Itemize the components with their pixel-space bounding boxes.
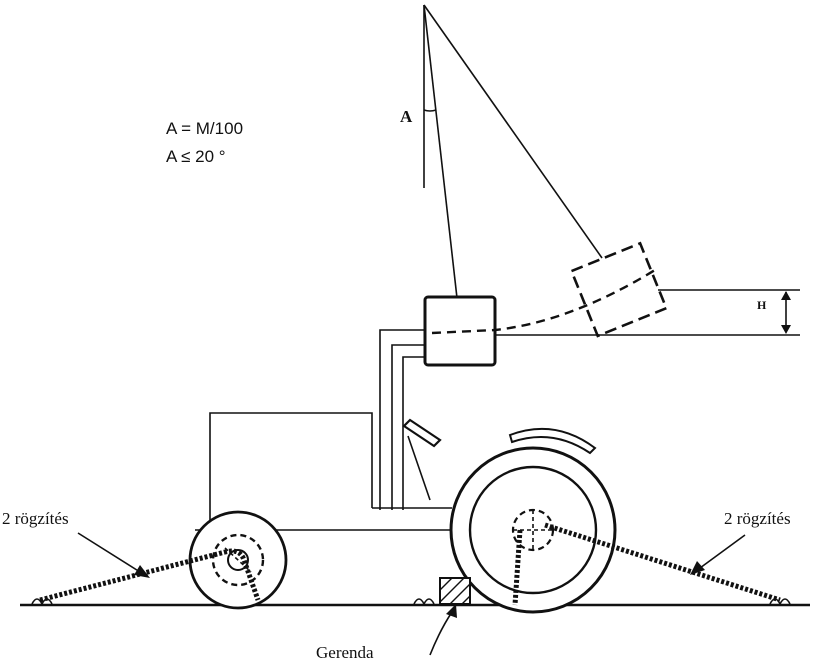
formula-line-1: A = M/100 — [166, 119, 243, 138]
lashing-rope-front — [39, 548, 261, 603]
lashing-label-right: 2 rögzítés — [724, 509, 791, 528]
rops-frame — [379, 329, 425, 510]
arrow-beam — [429, 604, 457, 656]
beam-label: Gerenda — [316, 643, 374, 660]
angle-arc — [423, 109, 437, 112]
pendulum: A — [400, 4, 603, 299]
height-label: H — [757, 298, 767, 312]
steering-wheel — [402, 418, 442, 501]
height-arrow-up — [781, 291, 791, 300]
height-arrow-down — [781, 325, 791, 334]
beam-block — [439, 577, 471, 605]
arrow-lashing-left — [77, 532, 150, 578]
pendulum-weight-swung — [569, 241, 669, 338]
lashing-label-left: 2 rögzítés — [2, 509, 69, 528]
angle-label: A — [400, 107, 413, 126]
rear-wheel — [449, 446, 617, 614]
pendulum-arm-swung — [423, 4, 603, 259]
anchor-left — [31, 598, 53, 606]
rear-mudguard — [508, 427, 597, 455]
swing-path — [431, 268, 656, 335]
lashing-rope-rear-down — [512, 529, 523, 606]
anchor-right — [769, 598, 791, 606]
formula-line-2: A ≤ 20 ° — [166, 147, 226, 166]
arrow-lashing-right — [690, 534, 746, 575]
pendulum-arm-rest — [423, 4, 458, 299]
lashing-rope-rear — [544, 522, 781, 603]
front-wheel — [188, 510, 288, 610]
anchor-beam — [413, 598, 435, 606]
